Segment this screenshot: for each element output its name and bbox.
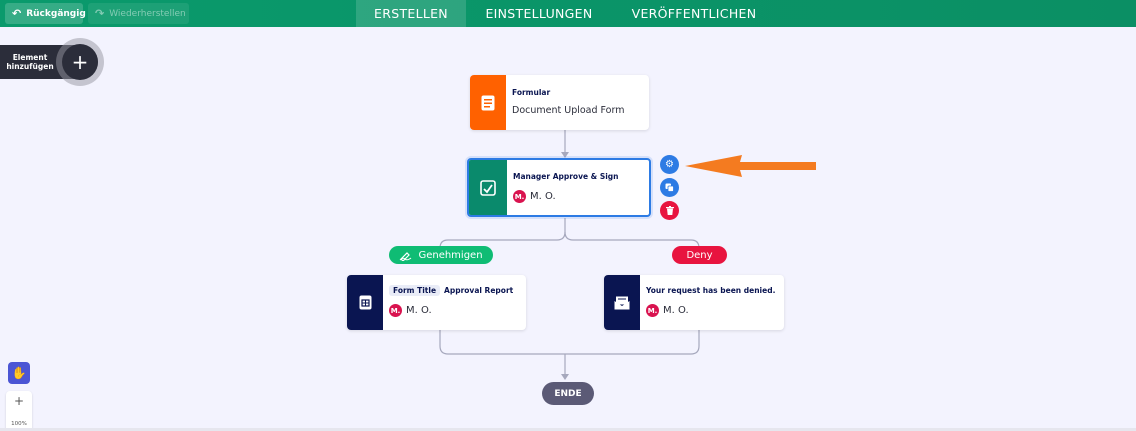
annotation-arrow: [685, 155, 816, 177]
undo-label: Rückgängig: [26, 8, 86, 19]
redo-label: Wiederherstellen: [109, 8, 186, 19]
form-node-subtitle: Document Upload Form: [512, 105, 625, 116]
tab-erstellen[interactable]: ERSTELLEN: [356, 0, 466, 27]
approval-node-title: Manager Approve & Sign: [513, 172, 619, 181]
approval-node-assignee: M. M. O.: [513, 190, 556, 203]
hand-icon: ✋: [11, 366, 27, 380]
form-node-title: Formular: [512, 88, 551, 97]
approval-node[interactable]: Manager Approve & Sign M. M. O.: [467, 158, 651, 217]
zoom-level: 100%: [11, 421, 27, 427]
signature-pen-icon: [400, 251, 412, 261]
form-title-tag: Form Title: [389, 285, 441, 296]
report-icon: [347, 275, 383, 330]
undo-icon: ↶: [12, 7, 22, 20]
approve-branch-text: Genehmigen: [418, 249, 483, 261]
copy-icon: [665, 183, 674, 192]
deny-branch-text: Deny: [686, 249, 713, 261]
deny-branch-label[interactable]: Deny: [672, 246, 727, 264]
top-bar: ↶ Rückgängig ↷ Wiederherstellen ERSTELLE…: [0, 0, 1136, 27]
trash-icon: [665, 206, 674, 215]
node-settings-button[interactable]: ⚙: [660, 155, 679, 174]
node-duplicate-button[interactable]: [660, 178, 679, 197]
add-element-button[interactable]: +: [62, 44, 98, 80]
assignee-name: M. O.: [663, 305, 689, 316]
redo-button[interactable]: ↷ Wiederherstellen: [88, 3, 189, 24]
form-node[interactable]: Formular Document Upload Form: [470, 75, 649, 130]
bottom-divider: [0, 428, 1136, 431]
avatar: M.: [646, 304, 659, 317]
pan-tool-button[interactable]: ✋: [8, 362, 30, 384]
gear-icon: ⚙: [665, 159, 674, 170]
tab-einstellungen[interactable]: EINSTELLUNGEN: [485, 6, 593, 21]
avatar: M.: [389, 304, 402, 317]
add-element-label-line2: hinzufügen: [6, 62, 54, 71]
node-delete-button[interactable]: [660, 201, 679, 220]
email-icon: [604, 275, 640, 330]
end-node[interactable]: ENDE: [542, 382, 594, 405]
deny-email-title: Your request has been denied.: [646, 286, 776, 295]
zoom-control: + 100%: [6, 391, 32, 431]
deny-email-node[interactable]: Your request has been denied. M. M. O.: [604, 275, 784, 330]
approve-branch-label[interactable]: Genehmigen: [389, 246, 493, 264]
undo-button[interactable]: ↶ Rückgängig: [5, 3, 86, 24]
add-element-label-line1: Element: [12, 53, 48, 62]
assignee-name: M. O.: [530, 191, 556, 202]
avatar: M.: [513, 190, 526, 203]
approval-report-name: Approval Report: [444, 286, 514, 295]
redo-icon: ↷: [95, 7, 105, 20]
tab-veroeffentlichen[interactable]: VERÖFFENTLICHEN: [631, 6, 757, 21]
assignee-name: M. O.: [406, 305, 432, 316]
zoom-in-button[interactable]: +: [13, 394, 25, 408]
deny-email-assignee: M. M. O.: [646, 304, 689, 317]
plus-icon: +: [71, 50, 89, 74]
form-icon: [470, 75, 506, 130]
approval-report-assignee: M. M. O.: [389, 304, 432, 317]
approve-sign-icon: [469, 160, 507, 215]
